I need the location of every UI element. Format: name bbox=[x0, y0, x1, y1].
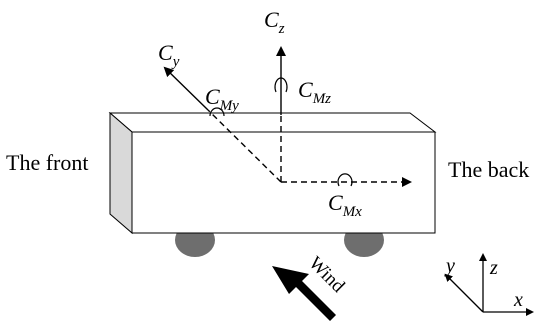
cmz-arc bbox=[274, 77, 288, 93]
back-label: The back bbox=[448, 157, 529, 182]
cmz-label: CMz bbox=[298, 77, 331, 107]
front-label: The front bbox=[6, 150, 88, 175]
body-top-face bbox=[108, 112, 437, 133]
cy-axis-solid bbox=[163, 66, 209, 111]
cmx-arc bbox=[337, 173, 353, 187]
wind-arrow-icon bbox=[272, 266, 336, 321]
load-axes bbox=[163, 46, 412, 187]
cmy-label: CMy bbox=[205, 84, 239, 114]
triad-y-label: y bbox=[444, 255, 455, 277]
triad-z-label: z bbox=[489, 257, 498, 279]
moment-arcs bbox=[209, 77, 353, 187]
coordinate-triad bbox=[444, 253, 534, 316]
cy-label: Cy bbox=[158, 40, 180, 70]
cy-axis-dashed bbox=[207, 109, 282, 183]
cmx-label: CMx bbox=[328, 190, 362, 220]
triad-x-label: x bbox=[513, 289, 523, 311]
triad-y-axis bbox=[444, 273, 484, 313]
wind-indicator: Wind bbox=[272, 253, 349, 321]
cz-label: Cz bbox=[264, 7, 285, 37]
body-front-face bbox=[109, 111, 133, 235]
cmy-arc bbox=[209, 107, 225, 117]
